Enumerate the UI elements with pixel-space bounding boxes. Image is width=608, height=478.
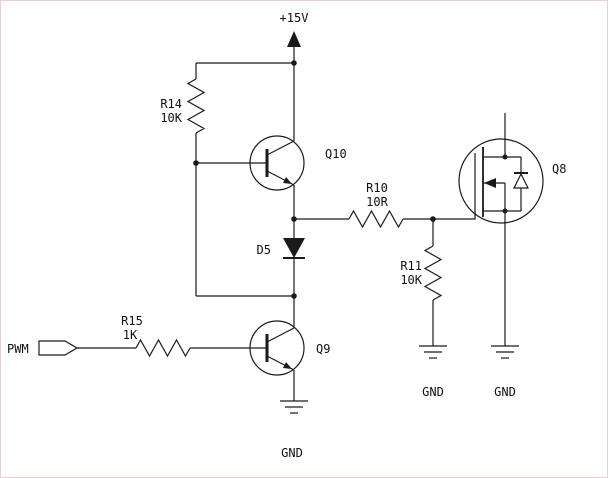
diode-d5: D5 (257, 219, 305, 296)
r10-resistor-body (348, 209, 404, 229)
junction-dot (502, 154, 508, 160)
junction-dot (430, 216, 436, 222)
junction-dot (193, 160, 199, 166)
pwm-input: PWM (7, 340, 136, 356)
r15-resistor-body (135, 338, 191, 358)
transistor-q9: Q9 GND (190, 296, 330, 460)
r11-ref-label: R11 (400, 259, 422, 273)
resistor-r11: R11 10K GND (400, 219, 447, 399)
mosfet-q8: Q8 GND (433, 113, 566, 399)
q9-emitter-arrow-icon (283, 362, 292, 369)
q10-collector-diag (266, 140, 295, 156)
r11-resistor-body (423, 245, 443, 301)
resistor-r15: R15 1K (121, 314, 191, 358)
r14-value-label: 10K (160, 111, 182, 125)
pwm-port-icon (38, 340, 79, 356)
r10-value-label: 10R (366, 195, 388, 209)
d5-triangle-icon (283, 238, 305, 258)
pwm-label: PWM (7, 342, 29, 356)
r11-value-label: 10K (400, 273, 422, 287)
resistor-r14: R14 10K (160, 63, 206, 296)
r10-ref-label: R10 (366, 181, 388, 195)
d5-ref-label: D5 (257, 243, 271, 257)
gnd-label-r11: GND (422, 385, 444, 399)
q8-body-circle (458, 138, 544, 224)
r15-value-label: 1K (123, 328, 138, 342)
ground-symbol-q9 (280, 400, 308, 414)
junction-dot (291, 60, 297, 66)
q9-collector-diag (266, 327, 295, 343)
gnd-label-q9: GND (281, 446, 303, 460)
r14-resistor-body (186, 78, 206, 134)
q8-body-diode (513, 157, 529, 211)
junction-dots (193, 60, 508, 299)
r14-ref-label: R14 (160, 97, 182, 111)
q8-gate-wire (433, 153, 476, 220)
q8-body-arrow-icon (484, 178, 496, 188)
q10-emitter-arrow-icon (283, 177, 292, 184)
junction-dot (502, 208, 508, 214)
power-supply-15v: +15V (280, 11, 309, 63)
q10-ref-label: Q10 (325, 147, 347, 161)
q9-ref-label: Q9 (316, 342, 330, 356)
ground-symbol-q8 (491, 345, 519, 359)
q8-ref-label: Q8 (552, 162, 566, 176)
transistor-q10: Q10 (196, 63, 347, 219)
junction-dot (291, 293, 297, 299)
gnd-label-q8: GND (494, 385, 516, 399)
resistor-r10: R10 10R (294, 181, 433, 229)
power-label: +15V (280, 11, 309, 25)
power-arrow-icon (287, 31, 301, 47)
ground-symbol-r11 (419, 345, 447, 359)
r15-ref-label: R15 (121, 314, 143, 328)
junction-dot (291, 216, 297, 222)
